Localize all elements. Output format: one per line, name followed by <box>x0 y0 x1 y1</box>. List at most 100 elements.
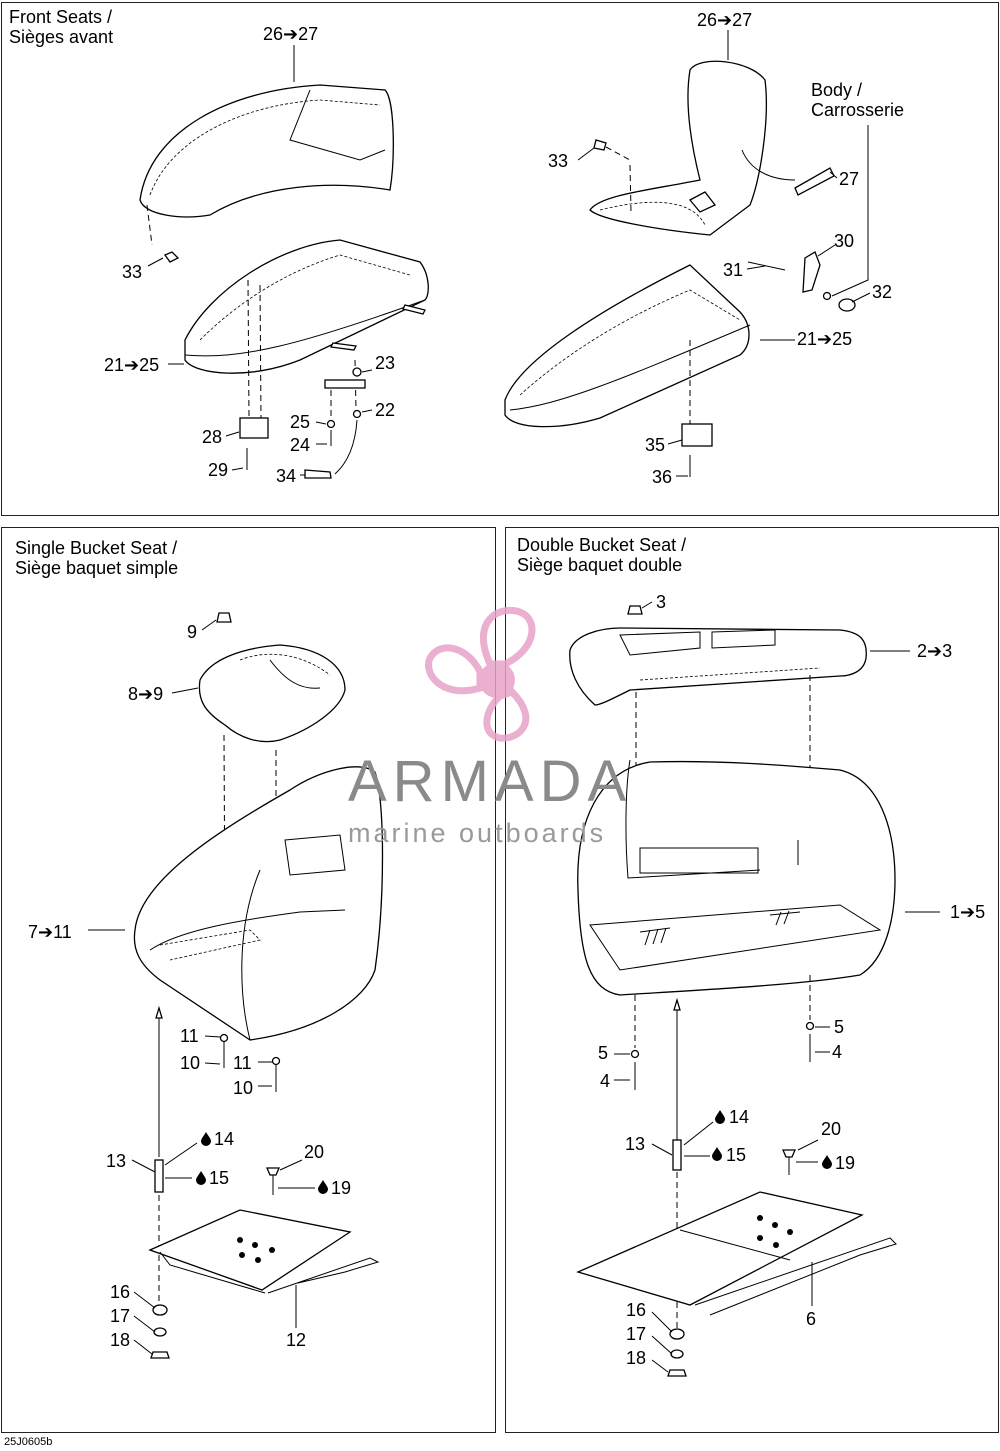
screw-20-single <box>266 1167 280 1176</box>
callout-36: 36 <box>652 467 672 487</box>
callout-8-9: 8➔9 <box>128 684 163 704</box>
washer-5-b <box>805 1021 815 1031</box>
callout-18-double: 18 <box>626 1348 646 1368</box>
washer-25 <box>326 419 336 429</box>
washer-5-a <box>630 1049 640 1059</box>
front-cushion-left <box>184 239 429 439</box>
drawing-code: 25J0605b <box>4 1436 53 1448</box>
drop-icon <box>715 1110 725 1124</box>
body-label: Body / Carrosserie <box>811 80 904 120</box>
callout-9: 9 <box>187 622 197 642</box>
callout-33-right: 33 <box>548 151 568 171</box>
single-bucket-title-fr: Siège baquet simple <box>15 558 179 578</box>
hinge-plate-23 <box>324 379 366 389</box>
propeller-logo-icon <box>425 606 536 742</box>
rod-27 <box>794 167 835 196</box>
drop-icon <box>201 1132 211 1146</box>
callout-26-27-left: 26➔27 <box>263 24 318 44</box>
screw-20-double <box>782 1149 796 1158</box>
double-headrest <box>569 627 867 706</box>
single-bucket-title: Single Bucket Seat / Siège baquet simple <box>15 538 178 578</box>
arrow-34-to-22 <box>334 419 358 475</box>
callout-6: 6 <box>806 1309 816 1329</box>
callout-16-single: 16 <box>110 1282 130 1302</box>
callout-19-single: 19 <box>331 1178 351 1198</box>
callout-12: 12 <box>286 1330 306 1350</box>
front-backrest-left <box>139 84 394 218</box>
screw-33-left <box>164 251 180 263</box>
callout-31: 31 <box>723 260 743 280</box>
callout-11-a: 11 <box>180 1026 199 1046</box>
nut-18-double <box>667 1369 687 1377</box>
callout-35: 35 <box>645 435 665 455</box>
drop-icon <box>712 1147 722 1161</box>
callout-17-single: 17 <box>110 1306 130 1326</box>
callout-1-5: 1➔5 <box>950 902 985 922</box>
stud-13-single <box>154 1159 164 1193</box>
washer-16-single <box>152 1304 168 1316</box>
single-bucket-seat-panel <box>1 527 496 1433</box>
double-bucket-title: Double Bucket Seat / Siège baquet double <box>517 535 686 575</box>
fastener-9 <box>216 612 232 623</box>
body-leader <box>831 125 869 297</box>
callout-10-a: 10 <box>180 1053 200 1073</box>
callout-32: 32 <box>872 282 892 302</box>
lockwasher-17-double <box>670 1349 684 1359</box>
screw-33-right <box>593 139 607 151</box>
arrow-27 <box>741 149 796 181</box>
washer-11-b <box>271 1056 281 1066</box>
callout-29: 29 <box>208 460 228 480</box>
callout-21-25-left: 21➔25 <box>104 355 159 375</box>
front-seats-title-en: Front Seats / <box>9 7 113 27</box>
fastener-3 <box>627 605 643 615</box>
front-cushion-right <box>504 264 751 428</box>
callout-30: 30 <box>834 231 854 251</box>
callout-15-double: 15 <box>726 1145 746 1165</box>
callout-5-a: 5 <box>598 1043 608 1063</box>
callout-2-3: 2➔3 <box>917 641 952 661</box>
single-base-slide <box>148 1209 380 1294</box>
nut-22 <box>352 409 362 419</box>
callout-20-double: 20 <box>821 1119 841 1139</box>
single-headrest <box>198 644 346 743</box>
callout-13-double: 13 <box>625 1134 645 1154</box>
callout-3: 3 <box>656 592 666 612</box>
nut-body <box>822 291 832 301</box>
callout-18-single: 18 <box>110 1330 130 1350</box>
double-bucket-shell <box>577 759 896 996</box>
callout-22: 22 <box>375 400 395 420</box>
front-backrest-right <box>589 60 767 236</box>
single-bucket-title-en: Single Bucket Seat / <box>15 538 178 558</box>
front-seats-title: Front Seats / Sièges avant <box>9 7 113 47</box>
double-bucket-title-en: Double Bucket Seat / <box>517 535 687 555</box>
callout-34: 34 <box>276 466 296 486</box>
callout-4-a: 4 <box>600 1071 610 1091</box>
body-label-en: Body / <box>811 80 863 100</box>
callout-11-b: 11 <box>233 1053 252 1073</box>
callout-26-27-right: 26➔27 <box>697 10 752 30</box>
callout-33-left: 33 <box>122 262 142 282</box>
body-label-fr: Carrosserie <box>811 100 905 120</box>
callout-21-25-right: 21➔25 <box>797 329 852 349</box>
lockwasher-17-single <box>153 1327 167 1337</box>
double-bucket-title-fr: Siège baquet double <box>517 555 683 575</box>
callout-7-11: 7➔11 <box>28 922 72 942</box>
callout-23: 23 <box>375 353 395 373</box>
callout-13-single: 13 <box>106 1151 126 1171</box>
washer-16-double <box>669 1328 685 1340</box>
callout-17-double: 17 <box>626 1324 646 1344</box>
single-bucket-shell <box>133 766 384 1041</box>
callout-14-double: 14 <box>729 1107 749 1127</box>
front-seats-title-fr: Sièges avant <box>9 27 114 47</box>
cap-23 <box>352 367 362 377</box>
callout-10-b: 10 <box>233 1078 253 1098</box>
callout-24-left: 24 <box>290 435 310 455</box>
washer-32 <box>838 298 856 312</box>
callout-4-b: 4 <box>832 1042 842 1062</box>
bracket-30 <box>802 251 821 293</box>
double-bucket-seat-panel <box>505 527 999 1433</box>
drop-icon <box>196 1171 206 1185</box>
callout-27: 27 <box>839 169 859 189</box>
callout-25-left: 25 <box>290 412 310 432</box>
screw-34 <box>304 469 332 479</box>
